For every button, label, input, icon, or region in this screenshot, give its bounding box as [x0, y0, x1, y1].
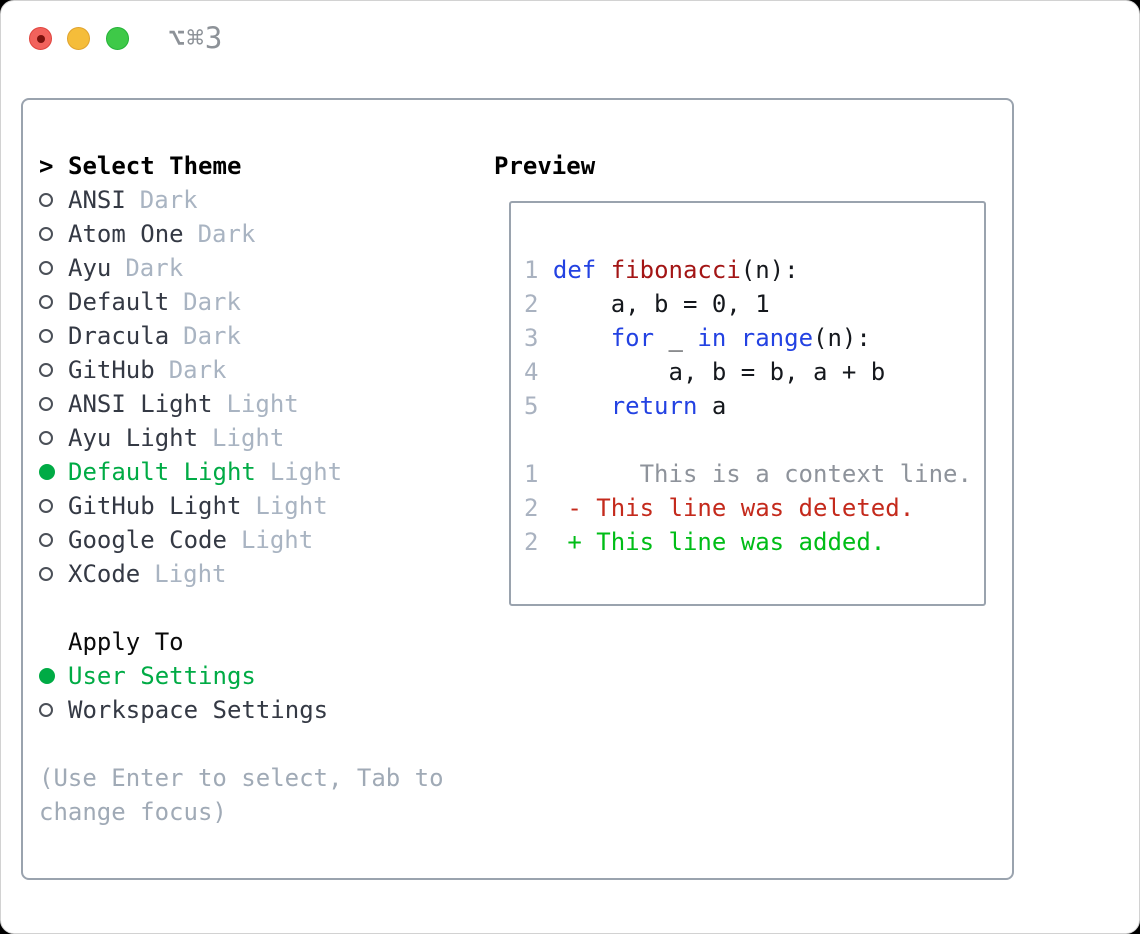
theme-variant-tag: Dark [139, 186, 198, 214]
preview-pane: 1 def fibonacci(n): 2 a, b = 0, 1 3 for _ … [509, 201, 986, 606]
line-number: 3 [524, 324, 553, 352]
code-line [524, 423, 976, 457]
radio-selected-icon [39, 668, 55, 684]
apply-to-option-label: User Settings [68, 662, 256, 690]
theme-option-label: GitHub [68, 356, 155, 384]
theme-option-ayu[interactable]: Ayu Dark [39, 251, 479, 285]
theme-variant-tag: Light [240, 526, 314, 554]
apply-to-option-user-settings[interactable]: User Settings [39, 659, 479, 693]
code-line: 1 def fibonacci(n): [524, 256, 799, 284]
apply-to-option-workspace-settings[interactable]: Workspace Settings [39, 693, 479, 727]
theme-option-label: Default Light [68, 458, 256, 486]
apply-to-option-label: Workspace Settings [68, 696, 329, 724]
theme-option-label: ANSI Light [68, 390, 213, 418]
radio-icon [39, 431, 53, 445]
select-theme-label: Select Theme [68, 152, 242, 180]
title-bar: ⌥⌘3 [1, 1, 1139, 75]
line-number: 1 [524, 460, 553, 488]
radio-icon [39, 295, 53, 309]
theme-option-ansi[interactable]: ANSI Dark [39, 183, 479, 217]
code-line: 3 for _ in range(n): [524, 324, 871, 352]
theme-variant-tag: Dark [183, 288, 241, 316]
theme-variant-tag: Light [212, 424, 285, 452]
theme-option-ayu-light[interactable]: Ayu Light Light [39, 421, 479, 455]
close-button[interactable] [29, 27, 52, 50]
theme-variant-tag: Light [269, 458, 343, 486]
theme-option-label: Atom One [68, 220, 184, 248]
radio-selected-icon [39, 464, 55, 480]
theme-variant-tag: Dark [197, 220, 256, 248]
code-line: 2 - This line was deleted. [524, 494, 915, 522]
theme-option-google-code[interactable]: Google Code Light [39, 523, 479, 557]
radio-icon [39, 499, 53, 513]
theme-variant-tag: Dark [183, 322, 241, 350]
radio-icon [39, 261, 53, 275]
theme-option-xcode[interactable]: XCode Light [39, 557, 479, 591]
line-number: 5 [524, 392, 553, 420]
zoom-button[interactable] [106, 27, 129, 50]
line-number: 1 [524, 256, 553, 284]
theme-option-atom-one[interactable]: Atom One Dark [39, 217, 479, 251]
theme-option-label: Ayu [68, 254, 112, 282]
radio-icon [39, 227, 53, 241]
theme-option-label: Default [68, 288, 170, 316]
radio-icon [39, 567, 53, 581]
theme-option-dracula[interactable]: Dracula Dark [39, 319, 479, 353]
theme-option-github[interactable]: GitHub Dark [39, 353, 479, 387]
radio-icon [39, 363, 53, 377]
theme-option-ansi-light[interactable]: ANSI Light Light [39, 387, 479, 421]
theme-option-label: Dracula [68, 322, 170, 350]
line-number: 2 [524, 290, 553, 318]
radio-icon [39, 703, 53, 717]
theme-option-label: GitHub Light [68, 492, 242, 520]
line-number: 2 [524, 494, 553, 522]
code-line: 5 return a [524, 392, 727, 420]
theme-option-github-light[interactable]: GitHub Light Light [39, 489, 479, 523]
theme-variant-tag: Light [154, 560, 227, 588]
theme-option-label: ANSI [68, 186, 126, 214]
theme-option-default[interactable]: Default Dark [39, 285, 479, 319]
code-line: 2 + This line was added. [524, 528, 886, 556]
line-number: 2 [524, 528, 553, 556]
window-title: ⌥⌘3 [168, 21, 224, 55]
line-number: 4 [524, 358, 553, 386]
theme-option-label: XCode [68, 560, 141, 588]
theme-option-label: Google Code [68, 526, 227, 554]
theme-variant-tag: Light [255, 492, 328, 520]
radio-icon [39, 533, 53, 547]
radio-icon [39, 329, 53, 343]
theme-variant-tag: Light [226, 390, 299, 418]
radio-icon [39, 193, 53, 207]
spacer [39, 591, 479, 625]
apply-to-header: Apply To [39, 625, 479, 659]
focus-arrow-icon: > [39, 152, 54, 180]
keyboard-hint: (Use Enter to select, Tab to change focu… [39, 764, 444, 826]
theme-option-label: Ayu Light [68, 424, 199, 452]
code-line: 1 This is a context line. [524, 460, 972, 488]
radio-icon [39, 397, 53, 411]
preview-label: Preview [494, 152, 596, 180]
theme-option-default-light[interactable]: Default Light Light [39, 455, 479, 489]
theme-variant-tag: Dark [125, 254, 184, 282]
apply-to-label: Apply To [68, 628, 184, 656]
select-theme-header: > Select Theme [39, 149, 479, 183]
minimize-button[interactable] [67, 27, 90, 50]
code-line: 4 a, b = b, a + b [524, 358, 886, 386]
code-line: 2 a, b = 0, 1 [524, 290, 770, 318]
code-preview: 1 def fibonacci(n): 2 a, b = 0, 1 3 for _ … [524, 253, 976, 559]
theme-variant-tag: Dark [168, 356, 227, 384]
